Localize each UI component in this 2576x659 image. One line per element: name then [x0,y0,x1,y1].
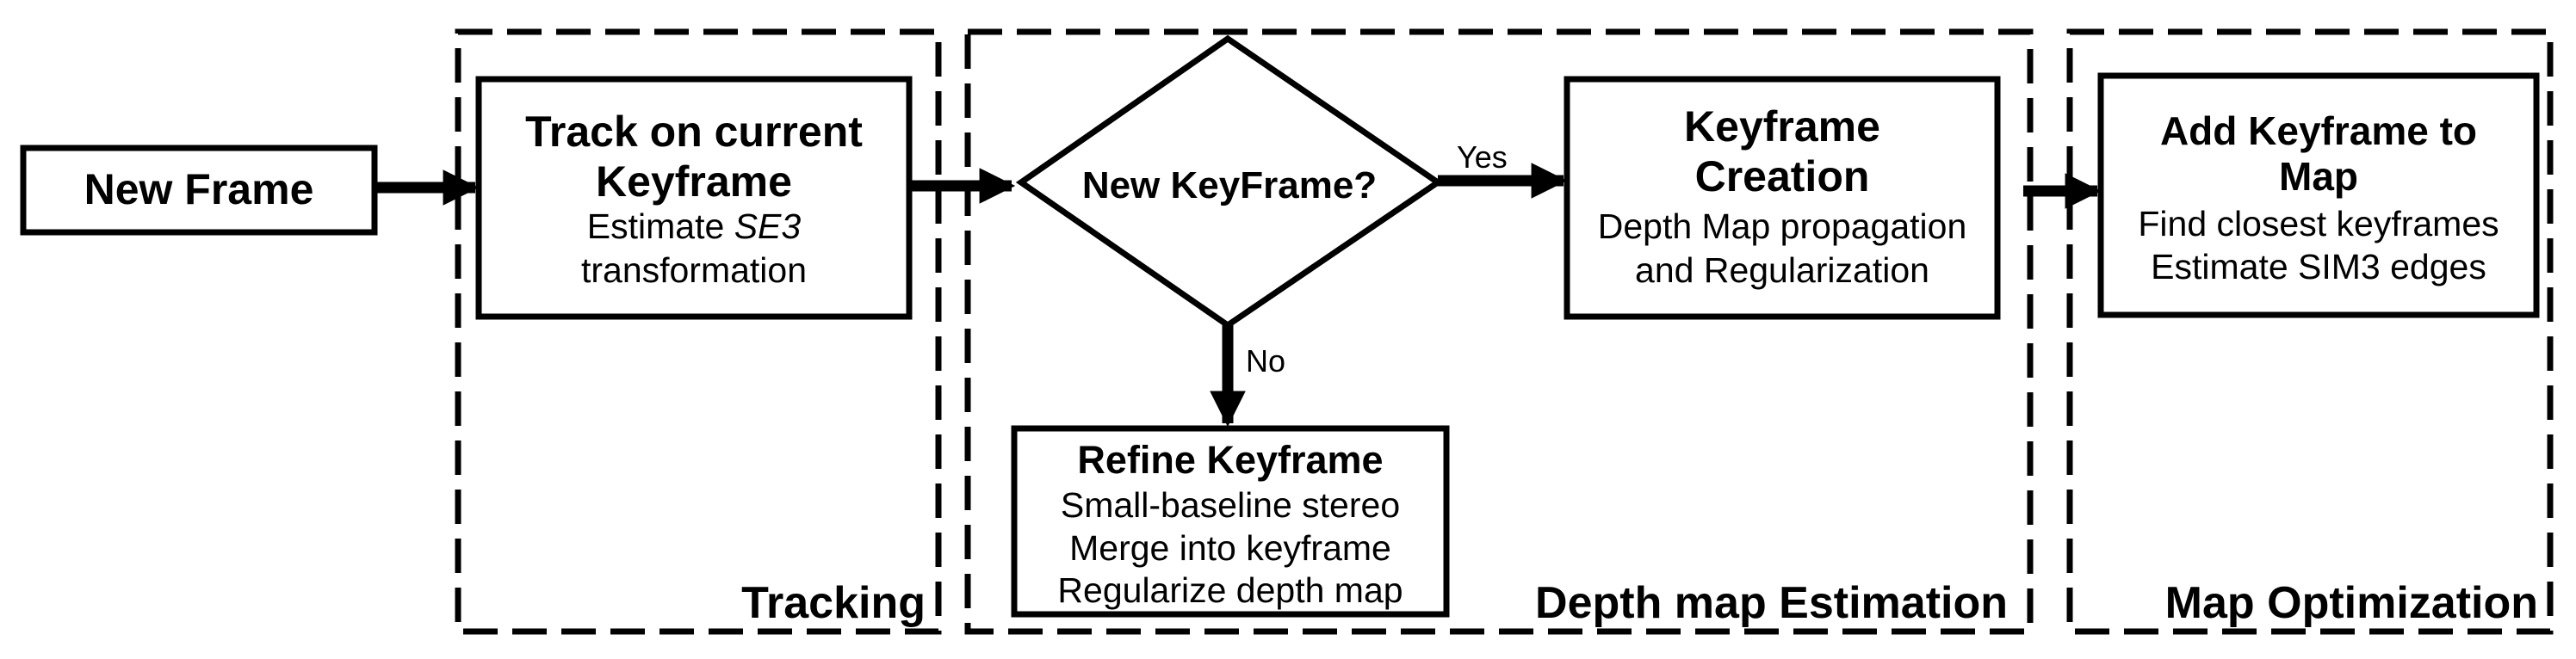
depth-section-frame [964,28,2034,635]
node-add-line1: Find closest keyframes [2138,204,2499,243]
node-refine-line2: Merge into keyframe [1069,528,1391,568]
node-new-frame-title: New Frame [84,165,314,213]
node-add-keyframe: Add Keyframe to Map Find closest keyfram… [2097,72,2540,318]
map-optimization-section-label: Map Optimization [2165,578,2538,628]
edge-label-yes: Yes [1457,139,1508,175]
node-creation-title-line2: Creation [1695,152,1870,200]
edge-label-no: No [1246,343,1285,379]
node-track: Track on current Keyframe Estimate SE3 t… [475,76,913,320]
node-decision: New KeyFrame? [1015,34,1444,330]
node-creation-line1: Depth Map propagation [1598,206,1967,246]
node-track-line1: Estimate SE3 [587,206,802,246]
node-refine-line1: Small-baseline stereo [1061,485,1400,525]
node-refine-title: Refine Keyframe [1077,438,1383,482]
node-add-line2: Estimate SIM3 edges [2151,247,2486,286]
depth-section-label: Depth map Estimation [1535,578,2008,628]
node-track-title-line1: Track on current [525,108,863,156]
node-track-line2: transformation [581,250,807,290]
node-refine-line3: Regularize depth map [1057,570,1403,610]
node-creation-line2: and Regularization [1635,250,1929,290]
node-keyframe-creation: Keyframe Creation Depth Map propagation … [1564,76,2001,320]
node-add-title-line2: Map [2279,154,2358,199]
node-new-frame: New Frame [20,145,378,236]
node-creation-title-line1: Keyframe [1684,102,1880,151]
node-add-title-line1: Add Keyframe to [2160,108,2477,153]
node-track-title-line2: Keyframe [596,157,792,206]
tracking-section-label: Tracking [741,578,926,628]
node-decision-title: New KeyFrame? [1082,164,1377,206]
node-refine-keyframe: Refine Keyframe Small-baseline stereo Me… [1011,425,1450,618]
